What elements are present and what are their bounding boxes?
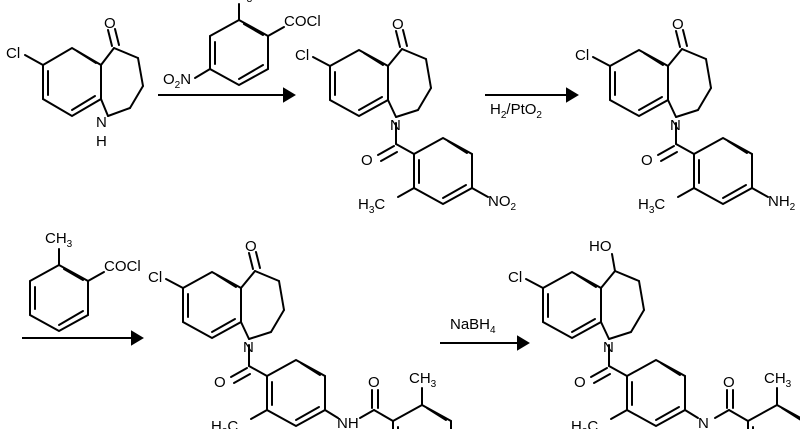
structure-starting-material: Cl O N H xyxy=(6,15,144,150)
label-ring-nitrogen: N xyxy=(670,117,681,134)
label-amide-oxygen: O xyxy=(641,152,653,169)
label-amide-nh-n: N xyxy=(698,415,709,429)
label-methyl-h3c: H3C xyxy=(571,418,598,429)
label-amide-oxygen: O xyxy=(574,374,586,391)
label-cl: Cl xyxy=(148,269,162,286)
reaction-arrow-2 xyxy=(485,87,579,103)
label-ketone-oxygen: O xyxy=(672,16,684,33)
structure-reagent-toluoyl-chloride: CH3 COCl xyxy=(29,230,141,333)
label-ring-nitrogen: N xyxy=(96,114,107,131)
label-cl: Cl xyxy=(508,269,522,286)
label-cl: Cl xyxy=(575,47,589,64)
label-tolyl-methyl-ch3: CH3 xyxy=(764,370,792,390)
label-cl: Cl xyxy=(6,45,20,62)
label-amide-nh: NH xyxy=(337,415,359,429)
label-ketone-oxygen: O xyxy=(104,15,116,32)
reagent-label-h2-pto2: H2/PtO2 xyxy=(490,101,542,121)
label-methyl-h3c: H3C xyxy=(638,196,665,216)
label-acid-chloride-cocl: COCl xyxy=(284,13,321,30)
label-acid-chloride-cocl: COCl xyxy=(104,258,141,275)
label-amino-nh2: NH2 xyxy=(768,193,796,213)
label-ketone-oxygen: O xyxy=(392,16,404,33)
label-nh-hydrogen: H xyxy=(96,133,107,150)
label-methyl-ch3: CH3 xyxy=(45,230,73,250)
label-tolyl-methyl-ch3: CH3 xyxy=(409,370,437,390)
reaction-arrow-4 xyxy=(440,335,530,351)
structure-product-amino-amide: Cl O N O H3C NH2 xyxy=(575,16,796,216)
label-ring-nitrogen: N xyxy=(390,117,401,134)
label-amide-oxygen: O xyxy=(361,152,373,169)
structure-product-nitro-amide: Cl O N O H3C NO2 xyxy=(295,16,517,216)
structure-product-alcohol-tolvaptan: Cl HO N O H3C N H O CH3 xyxy=(508,238,800,429)
label-methyl-h3c: H3C xyxy=(211,418,238,429)
reaction-arrow-3 xyxy=(22,330,144,346)
label-ring-nitrogen: N xyxy=(243,339,254,356)
reaction-arrow-1 xyxy=(158,87,296,103)
label-cl: Cl xyxy=(295,47,309,64)
label-ring-nitrogen: N xyxy=(603,339,614,356)
reagent-label-nabh4: NaBH4 xyxy=(450,316,496,336)
label-nitro-o2n: O2N xyxy=(163,71,191,91)
label-nitro-no2: NO2 xyxy=(488,193,517,213)
structure-reagent-nitrobenzoyl-chloride: CH3 COCl O2N xyxy=(163,0,321,91)
label-ketone-oxygen: O xyxy=(245,238,257,255)
label-amide2-oxygen: O xyxy=(723,374,735,391)
label-amide2-oxygen: O xyxy=(368,374,380,391)
label-amide-oxygen: O xyxy=(214,374,226,391)
label-hydroxyl-ho: HO xyxy=(589,238,612,255)
structure-product-ketone-bisamide: Cl O N O H3C NH O CH3 xyxy=(148,238,452,429)
label-methyl-h3c: H3C xyxy=(358,196,385,216)
